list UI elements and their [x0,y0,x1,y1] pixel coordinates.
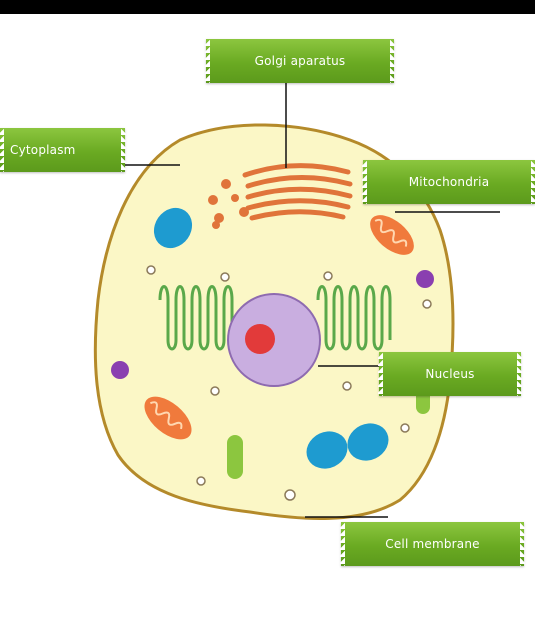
vacuole [347,423,389,461]
label-golgi-apparatus: Golgi aparatus [205,39,394,83]
golgi-vesicles [208,179,249,229]
mitochondrion [370,215,414,255]
top-status-bar [0,0,535,14]
label-mitochondria: Mitochondria [362,160,535,204]
vesicle-purple [111,361,129,379]
label-nucleus: Nucleus [378,352,521,396]
nucleolus [245,324,275,354]
vacuole [306,431,348,469]
label-text: Cytoplasm [10,143,76,157]
leader-lines [125,83,500,518]
endoplasmic-reticulum [158,285,392,351]
vesicle-purple [416,270,434,288]
green-organelle [227,435,243,479]
label-cytoplasm: Cytoplasm [0,128,125,172]
vacuole [153,207,193,249]
golgi-apparatus [242,163,353,221]
small-vesicles [146,265,432,501]
mitochondrion [144,396,192,440]
label-text: Nucleus [425,367,475,381]
label-text: Mitochondria [408,175,490,189]
label-text: Golgi aparatus [254,54,346,68]
label-text: Cell membrane [385,537,480,551]
label-cell-membrane: Cell membrane [340,522,524,566]
